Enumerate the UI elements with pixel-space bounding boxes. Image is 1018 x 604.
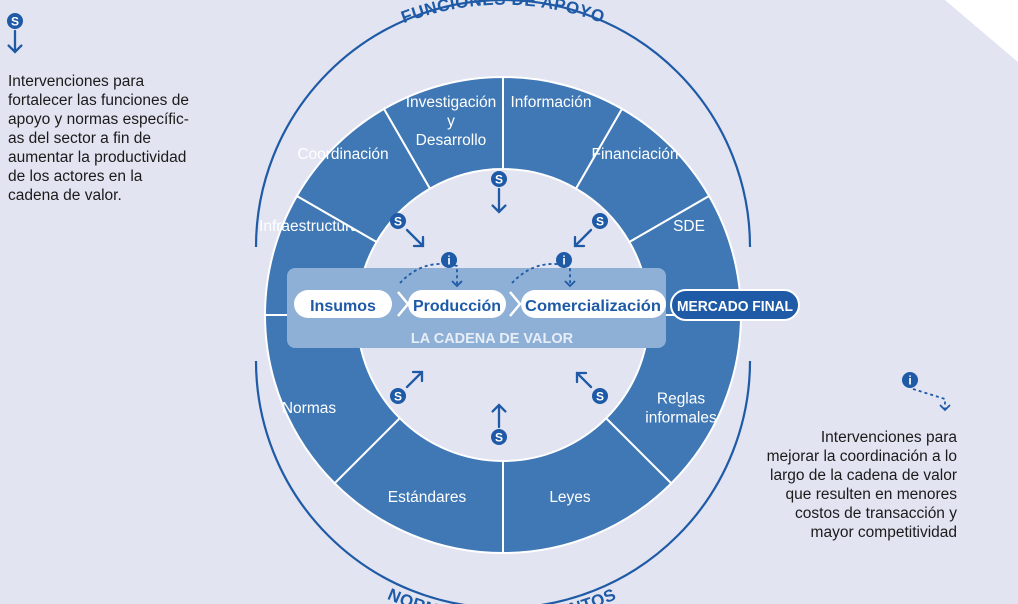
dotted-arrow-icon-head (451, 280, 463, 288)
support-badge-icon-letter: S (495, 431, 503, 445)
segment-label-normas: Normas (282, 400, 337, 417)
intervention-icons: S S S S S S Si i i (7, 13, 951, 445)
segment-label-investigacion-y-desarrollo: Desarrollo (416, 132, 487, 149)
segment-label-financiacion: Financiación (591, 146, 678, 163)
step-insumos-box (294, 290, 392, 318)
dotted-arrow-icon-head (939, 404, 951, 412)
segment-label-infraestructura: Infraestructura (259, 218, 359, 235)
support-badge-icon (592, 213, 608, 229)
segment-label-investigacion-y-desarrollo: Investigación (406, 94, 496, 111)
outer-arc-top (254, 0, 752, 248)
support-badge-icon (7, 13, 23, 29)
segment-label-coordinacion: Coordinación (297, 146, 388, 163)
arrow-icon (405, 228, 425, 248)
outer-arc-bottom (254, 360, 752, 604)
dotted-arrow-icon-head (564, 280, 576, 288)
coordination-intervention-note: Intervenciones para mejorar la coordinac… (766, 429, 957, 541)
dotted-arrow-icon (399, 263, 458, 286)
support-badge-icon (592, 388, 608, 404)
support-badge-icon (390, 388, 406, 404)
final-market: MERCADO FINAL (677, 298, 793, 315)
final-market-box (670, 289, 800, 321)
step-produccion: Producción (413, 298, 501, 315)
arrow-icon (405, 370, 424, 389)
support-badge-icon (491, 171, 507, 187)
segment-label-leyes: Leyes (549, 489, 591, 506)
support-functions-ring: Infraestructura Coordinación Investigación… (259, 75, 743, 316)
dotted-arrow-icon (511, 263, 571, 286)
support-badge-icon-letter: S (394, 215, 402, 229)
segment-label-informacion: Información (511, 94, 592, 111)
support-badge-icon-letter: S (11, 15, 19, 29)
step-comercializacion-box (521, 290, 666, 318)
arrow-icon (491, 187, 507, 214)
segment-label-investigacion-y-desarrollo: y (447, 113, 455, 130)
support-badge-icon-letter: S (596, 215, 604, 229)
support-badge-icon (491, 429, 507, 445)
chevron-icon (509, 291, 522, 317)
arrow-icon (575, 371, 593, 389)
info-badge-icon-letter: i (562, 254, 565, 268)
value-chain-band: Insumos Producción Comercialización MERC… (287, 268, 800, 348)
support-badge-icon-letter: S (596, 390, 604, 404)
page-fold (945, 0, 1018, 62)
step-produccion-box (408, 290, 506, 318)
info-badge-icon-letter: i (908, 374, 911, 388)
arrow-icon (491, 403, 507, 429)
segment-label-sde: SDE (673, 218, 705, 235)
step-comercializacion: Comercialización (525, 298, 661, 315)
segment-label-estandares: Estándares (388, 489, 467, 506)
info-badge-icon (441, 252, 457, 268)
arrow-icon (7, 29, 23, 54)
support-badge-icon-letter: S (495, 173, 503, 187)
arrow-icon (573, 228, 593, 248)
info-badge-icon (902, 372, 918, 388)
support-badge-icon (390, 213, 406, 229)
segment-label-reglas-informales: Reglas (657, 391, 705, 408)
info-badge-icon (556, 252, 572, 268)
step-insumos: Insumos (310, 298, 376, 315)
support-badge-icon-letter: S (394, 390, 402, 404)
value-chain-title: LA CADENA DE VALOR (411, 331, 574, 347)
info-badge-icon-letter: i (447, 254, 450, 268)
support-intervention-note: Intervenciones para fortalecer las funci… (8, 73, 189, 204)
segment-label-reglas-informales: informales (645, 410, 717, 427)
